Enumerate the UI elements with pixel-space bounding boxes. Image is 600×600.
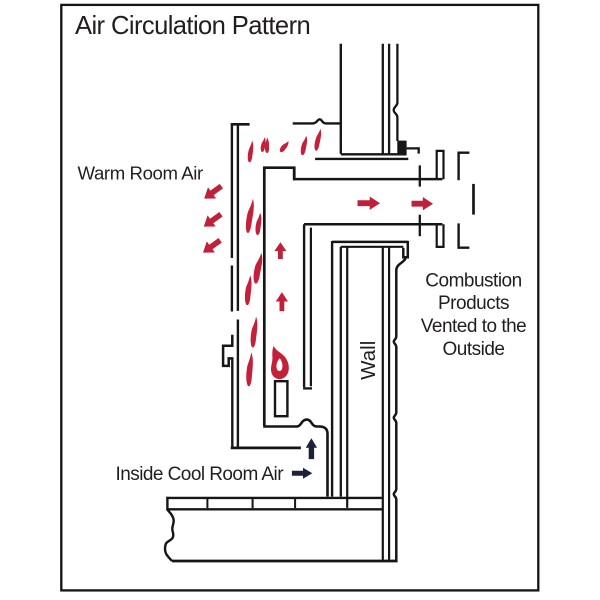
svg-text:Combustion: Combustion (425, 270, 521, 291)
svg-text:Products: Products (438, 293, 509, 314)
svg-text:Warm Room Air: Warm Room Air (78, 162, 204, 183)
svg-text:Outside: Outside (443, 339, 505, 360)
svg-text:Air Circulation Pattern: Air Circulation Pattern (75, 12, 310, 40)
svg-text:Inside Cool Room Air: Inside Cool Room Air (116, 464, 285, 485)
svg-text:Wall: Wall (357, 341, 380, 380)
svg-text:Vented to the: Vented to the (421, 316, 527, 337)
